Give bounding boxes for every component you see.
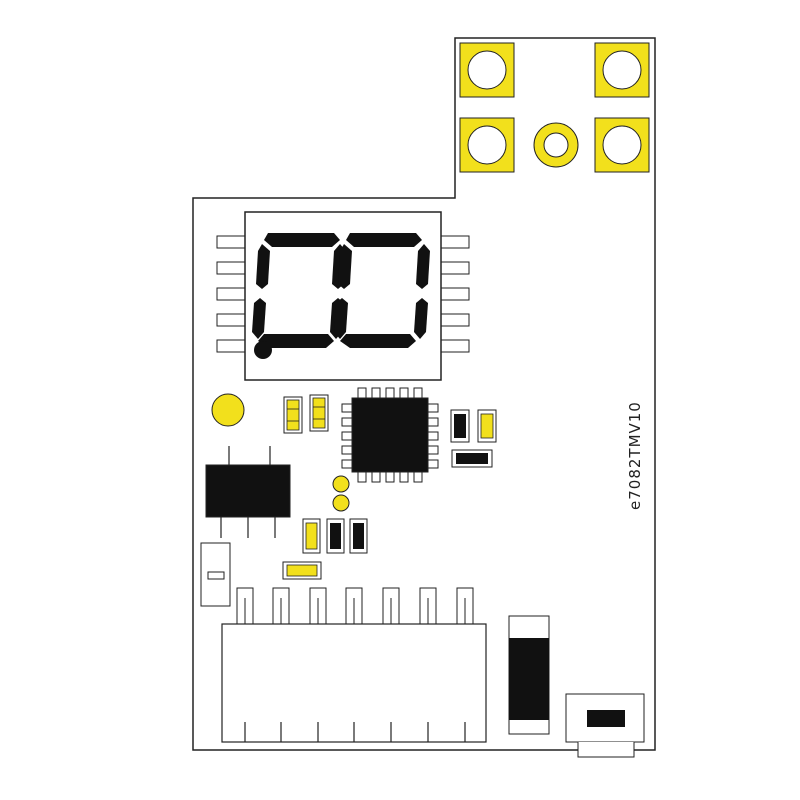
pin-header-connector — [221, 587, 487, 743]
square-pad — [459, 42, 515, 98]
smd-capacitor — [349, 518, 368, 554]
smd-capacitor — [450, 409, 470, 443]
square-pad — [459, 117, 515, 173]
board-label: e7082TMV10 — [626, 401, 644, 510]
smd-resistor-horizontal — [282, 561, 322, 580]
diode — [508, 615, 550, 735]
voltage-regulator — [205, 446, 291, 538]
display-right-pins — [440, 235, 470, 353]
right-smd-group — [450, 409, 497, 468]
segment-f — [256, 244, 270, 289]
decimal-point — [254, 341, 272, 359]
smd-resistor — [309, 394, 329, 432]
smd-capacitor-horizontal — [451, 449, 493, 468]
segment-a — [346, 233, 422, 247]
segment-b — [416, 244, 430, 289]
test-points — [332, 475, 350, 512]
header-pins-top — [236, 587, 474, 624]
segment-c — [414, 298, 428, 339]
display-left-pins — [216, 235, 246, 353]
smd-capacitor — [326, 518, 345, 554]
chip-top-pins — [357, 387, 423, 399]
resistor-pair — [283, 394, 329, 434]
segment-e — [252, 298, 266, 339]
microcontroller-chip — [341, 387, 439, 483]
segment-d — [340, 334, 416, 348]
header-pins-bottom — [244, 722, 466, 742]
tactile-switch — [565, 693, 645, 758]
segment-a — [264, 233, 340, 247]
smd-resistor — [477, 409, 497, 443]
segment-e — [334, 298, 348, 339]
square-pad — [594, 117, 650, 173]
digit-2 — [334, 233, 430, 348]
round-pad — [533, 122, 579, 168]
slide-switch — [200, 542, 231, 607]
seven-segment-display — [216, 211, 470, 381]
square-pad — [594, 42, 650, 98]
segment-f — [338, 244, 352, 289]
segment-d — [258, 334, 334, 348]
smd-resistor — [302, 518, 321, 554]
smd-resistor — [283, 396, 303, 434]
top-pads — [459, 42, 650, 173]
test-pad — [211, 393, 245, 427]
lower-smd-row — [282, 518, 368, 580]
